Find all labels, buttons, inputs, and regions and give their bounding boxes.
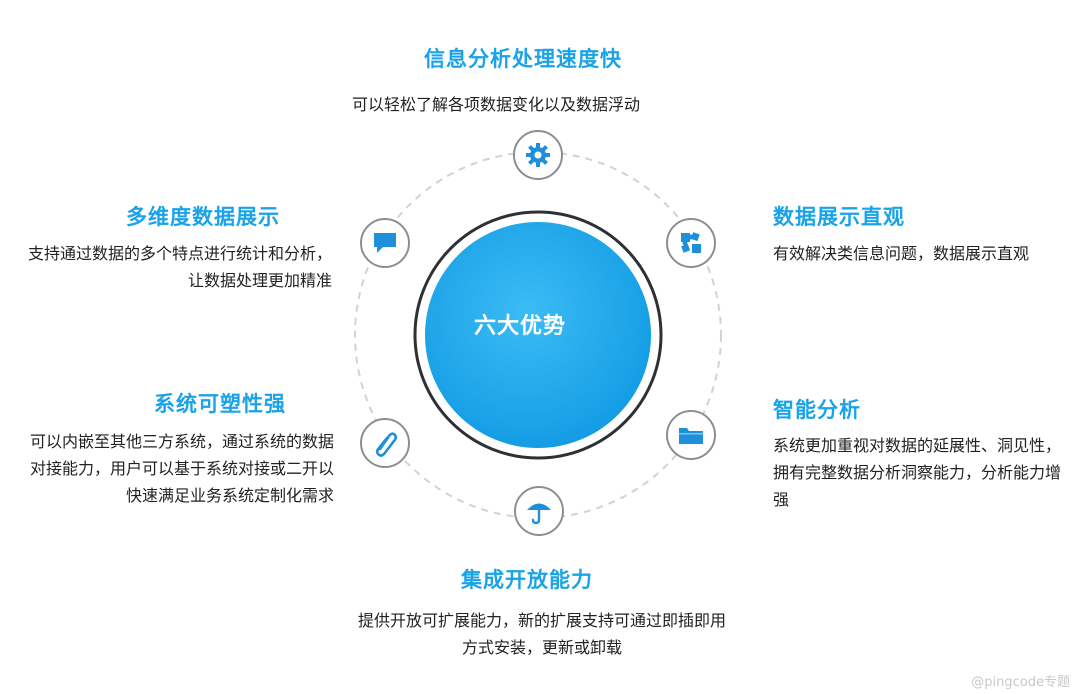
center-label: 六大优势: [473, 314, 566, 339]
feature-title-top: 信息分析处理速度快: [424, 47, 622, 71]
node-bottom: [514, 486, 564, 536]
feature-title-right-bottom: 智能分析: [773, 398, 861, 422]
feature-desc-top: 可以轻松了解各项数据变化以及数据浮动: [352, 95, 641, 114]
node-left-bottom: [360, 418, 410, 468]
node-right-bottom: [666, 410, 716, 460]
watermark: @pingcode专题: [971, 675, 1070, 690]
feature-desc-right-bottom: 系统更加重视对数据的延展性、洞见性，拥有完整数据分析洞察能力，分析能力增强: [773, 436, 1062, 509]
feature-desc-left-bottom: 可以内嵌至其他三方系统，通过系统的数据对接能力，用户可以基于系统对接或二开以快速…: [29, 432, 334, 505]
feature-desc-right-top: 有效解决类信息问题，数据展示直观: [773, 244, 1030, 263]
puzzle-icon: [677, 229, 705, 257]
center-circle: [425, 222, 651, 448]
chat-bubble-icon: [371, 230, 399, 256]
node-left-top: [360, 218, 410, 268]
folder-icon: [677, 423, 705, 447]
feature-title-right-top: 数据展示直观: [773, 205, 905, 229]
feature-title-bottom: 集成开放能力: [461, 568, 593, 592]
feature-desc-left-top: 支持通过数据的多个特点进行统计和分析，让数据处理更加精准: [27, 244, 332, 290]
feature-title-left-bottom: 系统可塑性强: [154, 392, 286, 416]
umbrella-icon: [525, 497, 553, 525]
node-right-top: [666, 218, 716, 268]
feature-title-left-top: 多维度数据展示: [126, 205, 280, 229]
paperclip-icon: [371, 429, 399, 457]
node-top: [513, 130, 563, 180]
feature-desc-bottom: 提供开放可扩展能力，新的扩展支持可通过即插即用方式安装，更新或卸载: [357, 611, 726, 657]
gear-icon: [524, 141, 552, 169]
